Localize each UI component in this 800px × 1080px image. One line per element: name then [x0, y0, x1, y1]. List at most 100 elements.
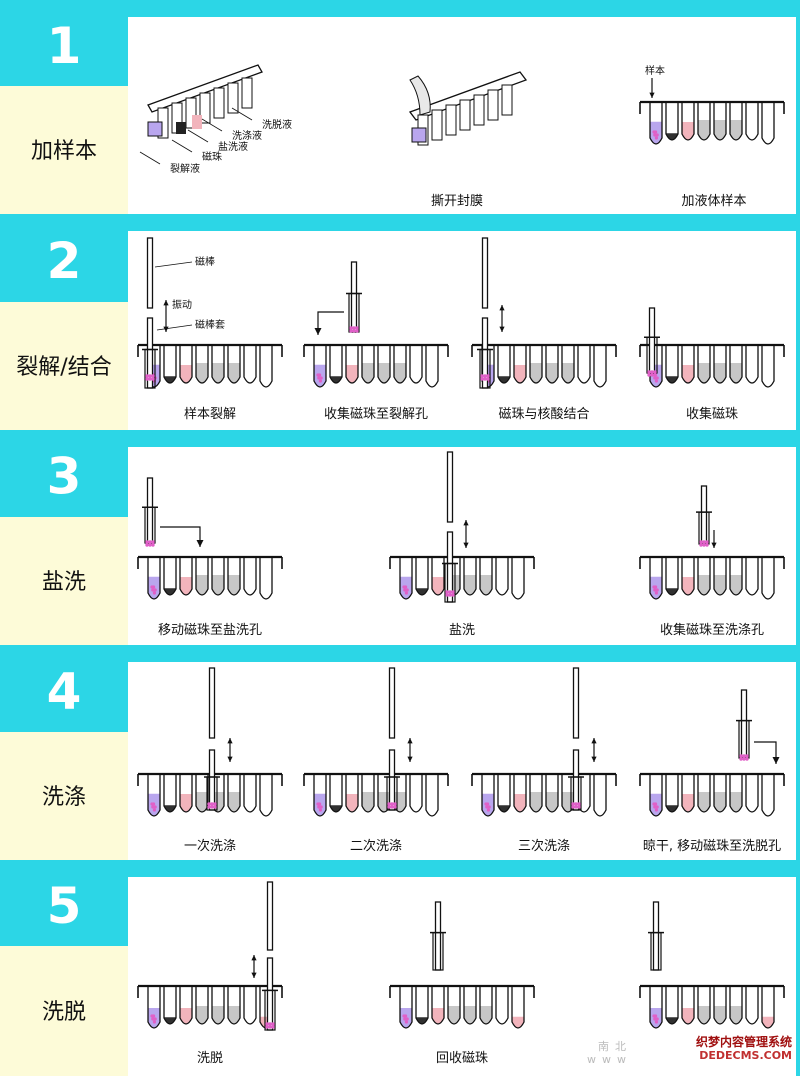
bead-dot	[349, 326, 353, 330]
step-2-panels: 样本裂解收集磁珠至裂解孔磁珠与核酸结合收集磁珠磁棒振动磁棒套	[137, 237, 785, 422]
plate-well	[393, 345, 407, 384]
well-liquid	[196, 1006, 208, 1024]
plate-well	[479, 986, 493, 1025]
section-border	[796, 0, 800, 214]
bead-dot	[650, 370, 654, 374]
plate-well	[697, 345, 711, 384]
step-label: 洗脱	[42, 1000, 86, 1025]
plate-well	[713, 986, 727, 1025]
step-label-cell	[0, 302, 128, 430]
step-label: 加样本	[31, 139, 97, 164]
plate	[639, 984, 785, 1029]
plate-well	[163, 986, 177, 1025]
step-number: 1	[47, 17, 82, 75]
bead-dot	[702, 540, 706, 544]
plate-well	[313, 345, 327, 388]
plate-well	[195, 986, 209, 1025]
plate-well	[495, 557, 509, 596]
well-liquid	[730, 1006, 742, 1024]
plate-well	[511, 986, 525, 1029]
salt-well	[192, 115, 202, 129]
panel-caption: 加液体样本	[681, 194, 746, 209]
bead-dot	[318, 379, 322, 383]
bead-dot	[355, 326, 359, 330]
well-liquid	[698, 575, 710, 595]
well-liquid	[196, 363, 208, 383]
strip-well	[473, 94, 485, 126]
magnetic-rod	[384, 749, 400, 811]
plate-well	[593, 774, 607, 817]
bead-dot	[151, 805, 155, 809]
plate-well	[227, 345, 241, 384]
bead-dot	[655, 1017, 659, 1021]
bead-dot	[210, 805, 214, 809]
strip-well	[445, 104, 457, 136]
rod-body	[434, 901, 442, 971]
bead-dot	[451, 593, 455, 597]
bead-dot	[705, 540, 709, 544]
plate-well	[713, 102, 727, 141]
plate-well	[681, 557, 695, 596]
plate-well	[761, 345, 775, 388]
arrow-head	[463, 542, 469, 548]
step-number: 3	[47, 448, 82, 506]
well-liquid	[714, 120, 726, 140]
strip-top	[408, 71, 528, 121]
bead-dot	[148, 374, 152, 378]
bead-dot	[152, 1014, 156, 1018]
bead-dot	[153, 805, 157, 809]
well-liquid	[180, 1008, 192, 1024]
panel-caption: 收集磁珠至洗涤孔	[660, 622, 764, 638]
plate-well	[697, 557, 711, 596]
bead-dot	[403, 588, 407, 592]
plate-well	[179, 986, 193, 1025]
well-liquid	[514, 365, 526, 383]
step-label-cell	[0, 732, 128, 860]
plate-well	[545, 345, 559, 384]
bead-dot	[387, 802, 391, 806]
well-liquid	[546, 363, 558, 383]
well-liquid	[196, 575, 208, 595]
bead-dot	[152, 585, 156, 589]
magnetic-rod	[696, 485, 712, 545]
callout-line	[187, 129, 209, 143]
plate-well	[211, 986, 225, 1025]
plate	[639, 100, 785, 145]
step-1: 1 加样本	[0, 0, 800, 214]
step-5-panels: 洗脱回收磁珠	[137, 881, 785, 1066]
plate-well	[513, 345, 527, 384]
magnetic-rod	[208, 667, 216, 739]
well-liquid	[730, 792, 742, 812]
bead-dot	[390, 805, 394, 809]
plate-well	[409, 345, 423, 384]
bead-dot	[480, 377, 484, 381]
bead-dot	[653, 588, 657, 592]
plate-well	[329, 774, 343, 813]
bead-dot	[654, 808, 659, 812]
watermark-domain: DEDECMS.COM	[699, 1049, 792, 1062]
bead-dot	[445, 590, 449, 594]
well-liquid	[682, 577, 694, 595]
section-stripe	[0, 645, 800, 662]
plate	[137, 984, 283, 1029]
plate-well	[415, 557, 429, 596]
plate-well	[649, 774, 663, 817]
step-5: 5洗脱	[0, 860, 800, 1076]
bead-dot	[393, 805, 397, 809]
strip-well	[227, 82, 239, 114]
bead-well	[176, 122, 186, 134]
step-label: 盐洗	[42, 570, 86, 595]
bead-dot	[352, 326, 356, 330]
plate-well	[195, 557, 209, 596]
plate-well	[179, 345, 193, 384]
bead-dot	[151, 1017, 155, 1021]
well-liquid	[698, 363, 710, 383]
bead-dot	[702, 543, 706, 547]
bead-dot	[655, 376, 659, 380]
arrow-head	[499, 305, 505, 311]
bead-dot	[152, 591, 156, 595]
rod-body	[208, 667, 216, 739]
arrow-head	[163, 300, 169, 306]
panel-caption: 一次洗涤	[184, 838, 236, 854]
bead-dot	[265, 1025, 269, 1029]
